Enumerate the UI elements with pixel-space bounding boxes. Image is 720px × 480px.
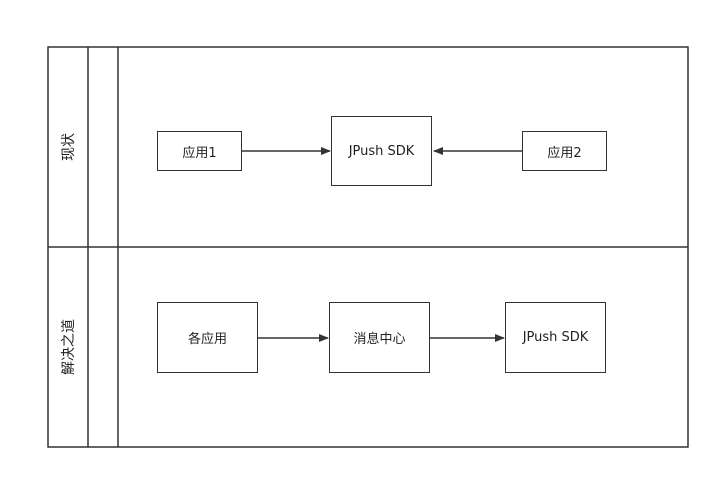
node-jpush-sdk-solution: JPush SDK	[505, 302, 606, 373]
node-app2: 应用2	[522, 131, 607, 171]
node-all-apps: 各应用	[157, 302, 258, 373]
lane-label-solution: 解决之道	[61, 319, 77, 375]
node-jpush-sdk-current: JPush SDK	[331, 116, 432, 186]
node-app1: 应用1	[157, 131, 242, 171]
lane-label-current: 现状	[61, 133, 77, 161]
node-message-center: 消息中心	[329, 302, 430, 373]
